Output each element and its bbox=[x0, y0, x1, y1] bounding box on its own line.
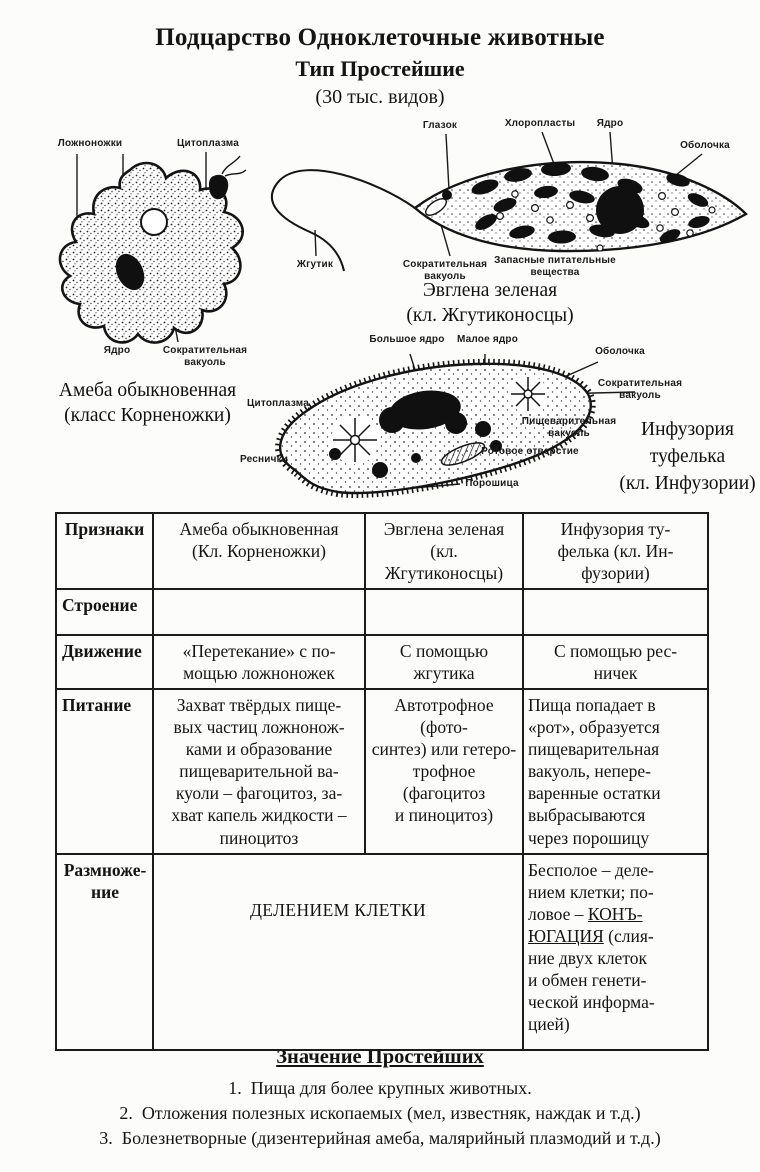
paramecium-label-membrane: Оболочка bbox=[595, 346, 645, 357]
euglena-label-reserve-nutrients: Запасные питательные вещества bbox=[494, 255, 616, 278]
euglena-granules-shape bbox=[496, 190, 716, 252]
comparison-table: Признаки Амеба обыкновенная (Кл. Корнено… bbox=[55, 511, 709, 1051]
euglena-label-chloroplasts: Хлоропласты bbox=[504, 118, 576, 129]
amoeba-label-cytoplasm: Цитоплазма bbox=[177, 138, 239, 149]
row-reproduction: Размноже- ние ДЕЛЕНИЕМ КЛЕТКИ Бесполое –… bbox=[55, 852, 709, 1051]
euglena-nucleus-shape bbox=[596, 186, 644, 234]
paramecium-nuclei-shape bbox=[379, 390, 491, 437]
euglena-label-membrane: Оболочка bbox=[680, 140, 730, 151]
paramecium-label-digestive-vacuole: Пищеварительная вакуоль bbox=[521, 416, 617, 439]
significance-item-1: 1. Пища для более крупных животных. bbox=[0, 1076, 760, 1101]
euglena-illustration bbox=[271, 131, 748, 272]
table-header-row: Признаки Амеба обыкновенная (Кл. Корнено… bbox=[55, 511, 709, 591]
rowlabel-nutrition: Питание bbox=[55, 688, 154, 855]
reproduction-text-after: (слия- ние двух клеток и обмен генети- ч… bbox=[528, 925, 655, 1034]
item-number: 2. bbox=[119, 1103, 133, 1123]
row-structure: Строение bbox=[55, 588, 709, 637]
paramecium-label-macronucleus: Большое ядро bbox=[369, 334, 445, 345]
cell-reproduction-shared: ДЕЛЕНИЕМ КЛЕТКИ bbox=[152, 852, 524, 1051]
page-title: Подцарство Одноклеточные животные bbox=[155, 24, 605, 51]
row-nutrition: Питание Захват твёрдых пище- вых частиц … bbox=[55, 688, 709, 855]
paramecium-body bbox=[278, 362, 592, 495]
amoeba-body bbox=[58, 161, 244, 344]
euglena-label-nucleus: Ядро bbox=[596, 118, 624, 129]
cell-reproduction-infusoria: Бесполое – деле- нием клетки; по- ловое … bbox=[522, 852, 709, 1051]
paramecium-label-anal-pore: Порошица bbox=[465, 478, 519, 489]
rowlabel-movement: Движение bbox=[55, 634, 154, 691]
cell-structure-amoeba bbox=[152, 588, 366, 637]
reproduction-text-before: Бесполое – деле- нием клетки; по- ловое … bbox=[528, 859, 654, 924]
cell-structure-infusoria bbox=[522, 588, 709, 637]
rowlabel-reproduction: Размноже- ние bbox=[55, 852, 154, 1051]
header-amoeba: Амеба обыкновенная (Кл. Корненожки) bbox=[152, 511, 366, 591]
item-number: 3. bbox=[99, 1128, 113, 1148]
row-movement: Движение «Перетекание» с по- мощью ложно… bbox=[55, 634, 709, 691]
item-text: Болезнетворные (дизентерийная амеба, мал… bbox=[121, 1128, 661, 1148]
paramecium-label-cytoplasm: Цитоплазма bbox=[247, 398, 309, 409]
amoeba-label-contractile-vacuole: Сократительная вакуоль bbox=[162, 345, 248, 368]
significance-item-3: 3. Болезнетворные (дизентерийная амеба, м… bbox=[0, 1126, 760, 1151]
euglena-body bbox=[413, 160, 748, 253]
amoeba-contractile-vacuole-shape bbox=[140, 208, 168, 236]
euglena-flagellum-shape bbox=[271, 169, 416, 272]
cell-movement-amoeba: «Перетекание» с по- мощью ложноножек bbox=[152, 634, 366, 691]
significance-section: Значение Простейших 1. Пища для более кру… bbox=[0, 1046, 760, 1151]
euglena-label-flagellum: Жгутик bbox=[296, 259, 334, 270]
paramecium-star-vacuoles-shape bbox=[331, 375, 547, 464]
paramecium-label-mouth: Ротовое отверстие bbox=[481, 446, 579, 457]
cell-movement-euglena: С помощью жгутика bbox=[364, 634, 524, 691]
amoeba-diagram: Ложноножки Цитоплазма Ядро Сократительна… bbox=[30, 132, 270, 427]
page-subtitle: Тип Простейшие bbox=[295, 56, 465, 81]
euglena-eyespot-shape bbox=[442, 190, 452, 200]
food-organism-shape bbox=[208, 155, 247, 200]
euglena-caption: Эвглена зеленая (кл. Жгутиконосцы) bbox=[406, 280, 574, 326]
paramecium-caption: Инфузория туфелька (кл. Инфузории) bbox=[619, 419, 756, 494]
paramecium-diagram: Большое ядро Малое ядро Оболочка Сократи… bbox=[240, 332, 760, 510]
significance-item-2: 2. Отложения полезных ископаемых (мел, из… bbox=[0, 1101, 760, 1126]
significance-title: Значение Простейших bbox=[276, 1046, 484, 1068]
paramecium-label-cilia: Реснички bbox=[240, 454, 289, 465]
amoeba-illustration bbox=[58, 152, 247, 344]
paramecium-label-contractile-vacuole: Сократительная вакуоль bbox=[597, 378, 683, 401]
euglena-label-contractile-vacuole: Сократительная вакуоль bbox=[402, 259, 488, 282]
cell-nutrition-euglena: Автотрофное (фото- синтез) или гетеро- т… bbox=[364, 688, 524, 855]
amoeba-nucleus-shape bbox=[115, 253, 145, 291]
reproduction-text-conjugation: КОНЪ- ЮГАЦИЯ bbox=[528, 903, 643, 946]
cell-nutrition-infusoria: Пища попадает в «рот», образуется пищева… bbox=[522, 688, 709, 855]
paramecium-illustration bbox=[275, 353, 636, 498]
cell-structure-euglena bbox=[364, 588, 524, 637]
amoeba-label-pseudopodia: Ложноножки bbox=[57, 138, 123, 149]
item-number: 1. bbox=[228, 1078, 242, 1098]
cell-movement-infusoria: С помощью рес- ничек bbox=[522, 634, 709, 691]
cell-nutrition-amoeba: Захват твёрдых пище- вых частиц ложнонож… bbox=[152, 688, 366, 855]
item-text: Отложения полезных ископаемых (мел, изве… bbox=[141, 1103, 641, 1123]
species-count: (30 тыс. видов) bbox=[315, 86, 445, 108]
amoeba-label-nucleus: Ядро bbox=[103, 345, 131, 356]
amoeba-caption: Амеба обыкновенная (класс Корненожки) bbox=[58, 380, 237, 426]
rowlabel-structure: Строение bbox=[55, 588, 154, 637]
euglena-diagram: Глазок Хлоропласты Ядро Оболочка Жгутик … bbox=[250, 108, 758, 326]
paramecium-mouth-shape bbox=[440, 442, 486, 466]
paramecium-label-micronucleus: Малое ядро bbox=[456, 334, 519, 345]
header-euglena: Эвглена зеленая (кл. Жгутиконосцы) bbox=[364, 511, 524, 591]
document-header: Подцарство Одноклеточные животные Тип Пр… bbox=[0, 24, 760, 109]
header-traits: Признаки bbox=[55, 511, 154, 591]
euglena-label-eyespot: Глазок bbox=[422, 120, 458, 131]
paramecium-food-vacuoles-shape bbox=[329, 440, 502, 478]
header-infusoria: Инфузория ту- фелька (кл. Ин- фузории) bbox=[522, 511, 709, 591]
item-text: Пища для более крупных животных. bbox=[250, 1078, 532, 1098]
